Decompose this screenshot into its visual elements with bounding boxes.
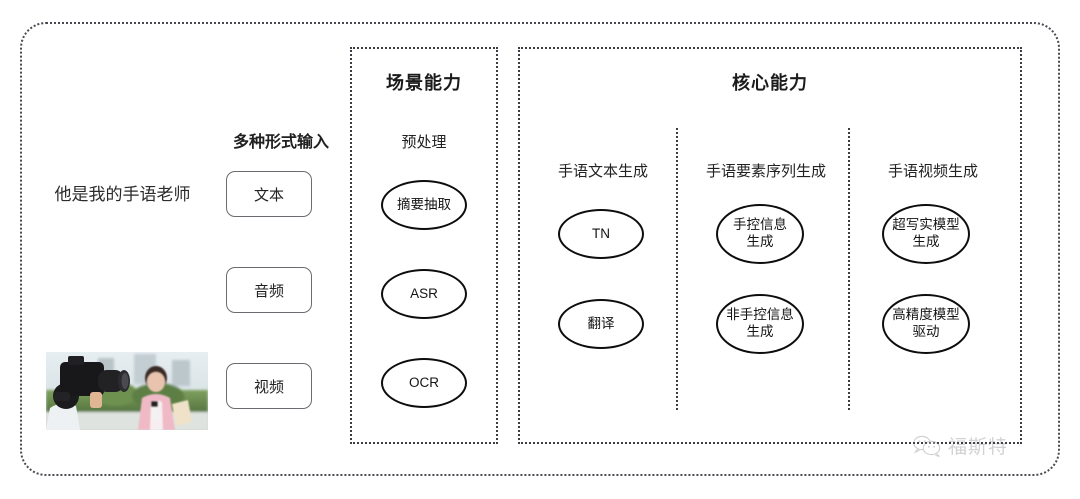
core-node-high-precision-model-driving[interactable]: 高精度模型驱动 bbox=[882, 294, 970, 354]
core-column-title-sign-element-sequence-generation: 手语要素序列生成 bbox=[705, 163, 826, 180]
watermark: 福斯特 bbox=[912, 432, 1008, 459]
input-modality-video[interactable]: 视频 bbox=[226, 363, 312, 409]
scene-node-asr[interactable]: ASR bbox=[381, 269, 467, 319]
audio-waveform-icon bbox=[39, 259, 209, 321]
scene-node-ocr[interactable]: OCR bbox=[381, 358, 467, 408]
core-column-title-sign-video-generation: 手语视频生成 bbox=[887, 163, 978, 180]
watermark-text: 福斯特 bbox=[948, 437, 1009, 458]
video-thumbnail bbox=[46, 352, 208, 430]
scene-subsection-title: 预处理 bbox=[401, 134, 447, 151]
input-modality-audio[interactable]: 音频 bbox=[226, 267, 312, 313]
input-modality-text[interactable]: 文本 bbox=[226, 171, 312, 217]
scene-capability-title: 场景能力 bbox=[386, 73, 462, 93]
core-capability-title: 核心能力 bbox=[732, 73, 808, 93]
core-column-title-sign-text-generation: 手语文本生成 bbox=[557, 163, 648, 180]
core-column-divider-1 bbox=[676, 128, 678, 410]
outer-frame bbox=[20, 22, 1060, 476]
core-node-non-manual-info-generation[interactable]: 非手控信息生成 bbox=[716, 294, 804, 354]
scene-node-summary-extraction[interactable]: 摘要抽取 bbox=[381, 180, 467, 230]
sample-sentence-text: 他是我的手语老师 bbox=[54, 185, 191, 204]
core-node-translation[interactable]: 翻译 bbox=[558, 299, 644, 349]
core-node-manual-info-generation[interactable]: 手控信息生成 bbox=[716, 204, 804, 264]
wechat-icon bbox=[913, 435, 941, 457]
input-section-header: 多种形式输入 bbox=[232, 134, 329, 151]
input-section: 多种形式输入 他是我的手语老师 bbox=[20, 22, 350, 476]
core-column-divider-2 bbox=[848, 128, 850, 410]
core-capability-panel: 核心能力 bbox=[518, 47, 1022, 444]
core-node-hyperrealistic-model-generation[interactable]: 超写实模型生成 bbox=[882, 204, 970, 264]
scene-capability-panel: 场景能力 bbox=[350, 47, 498, 444]
core-node-tn[interactable]: TN bbox=[558, 209, 644, 259]
